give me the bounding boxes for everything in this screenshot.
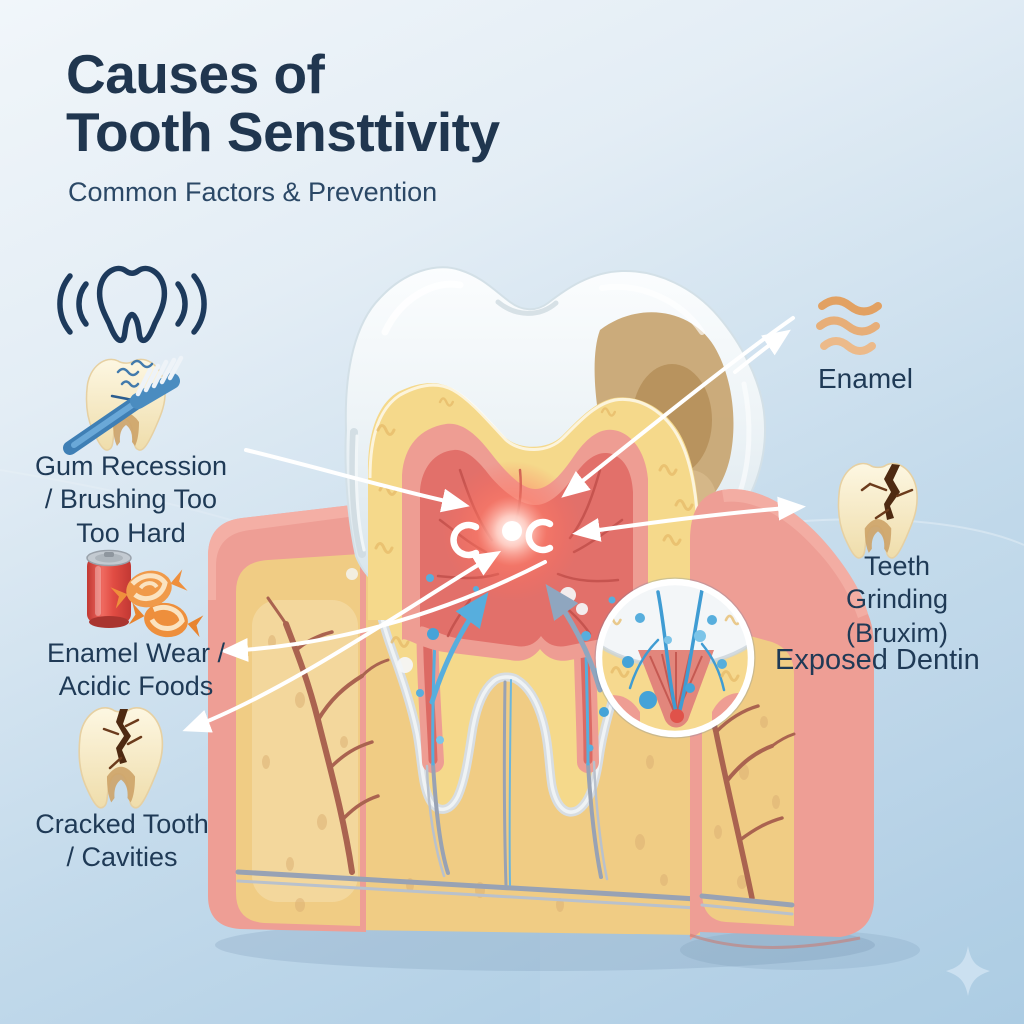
label-enamel-wear: Enamel Wear / Acidic Foods (46, 638, 226, 702)
label-exposed-dentin: Exposed Dentin (775, 644, 980, 676)
gum-right (674, 489, 874, 949)
cracked-tooth-icon-left (78, 706, 164, 809)
exposed-dentin-zoom-inset (594, 577, 756, 739)
slab-shadow-right (680, 930, 920, 970)
crack (116, 709, 131, 764)
cracked-tooth-icon-grinding (837, 462, 918, 559)
stimulus-arrow-slate (545, 583, 603, 693)
sparkle-icon (946, 946, 990, 996)
crack (884, 464, 900, 520)
page-subtitle: Common Factors & Prevention (68, 177, 438, 207)
soda-can (86, 549, 132, 628)
page-title: Causes of Tooth Sensttivity (66, 43, 500, 163)
arrow-enamel (733, 329, 791, 374)
label-teeth-grinding: Teeth Grinding (Bruxim) (845, 551, 949, 648)
soda-can-and-candy-icon (86, 549, 204, 638)
callout-arrows (182, 316, 806, 733)
candies (110, 569, 204, 638)
enamel-texture-waves-icon (816, 296, 882, 355)
toothbrush (63, 355, 184, 455)
tooth-vibration-icon (57, 265, 207, 344)
toothbrush-on-tooth-icon (63, 355, 184, 455)
arrow-enamel-to-pulp (561, 316, 795, 498)
label-enamel: Enamel (818, 363, 913, 394)
label-cracked-tooth: Cracked Tooth / Cavities (35, 809, 209, 873)
arrow-cracked-tooth (182, 550, 502, 733)
arrow-gum-recession (244, 448, 470, 513)
arrow-teeth-grinding (572, 496, 806, 542)
label-gum-recession: Gum Recession / Brushing Too Too Hard (34, 451, 228, 548)
